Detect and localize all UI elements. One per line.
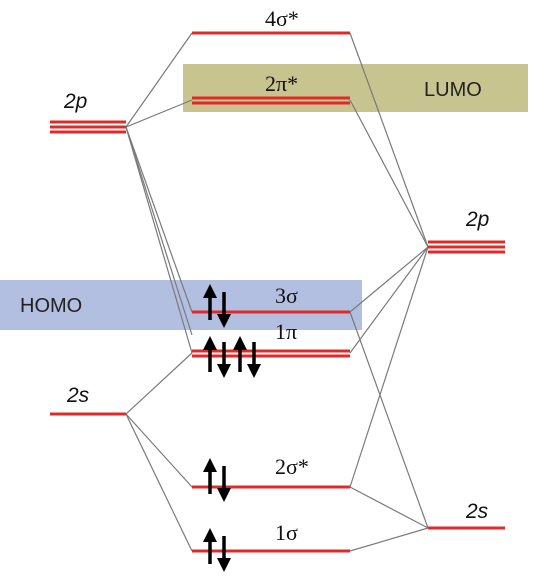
spin-down-arrow-icon [215,534,233,574]
left-2p-label: 2p [63,90,87,113]
lumo-label: LUMO [424,79,482,101]
connector-line [125,99,193,128]
connector-line [349,246,429,313]
mo-3sigma-label: 3σ [275,283,298,308]
mo-1pi-label: 1π [275,319,297,344]
spin-up-arrow-icon [201,526,219,566]
left-atom-orbitals: 2p 2s [50,90,126,416]
mo-1sigma-label: 1σ [275,520,298,545]
electrons-2sigma-star [201,456,233,504]
connector-line [349,486,429,529]
spin-up-arrow-icon [231,334,249,374]
spin-down-arrow-icon [245,340,263,380]
connector-line [125,126,193,354]
connector-line [125,32,193,128]
molecular-orbitals: 4σ* 2π* 3σ 1π 2σ* 1σ [192,6,350,553]
mo-2sigma-star-label: 2σ* [275,454,309,479]
homo-band [0,280,362,330]
right-2p-label: 2p [465,208,489,231]
left-2s-label: 2s [66,384,90,407]
homo-label: HOMO [20,295,82,317]
connector-line [125,413,193,552]
right-2s-label: 2s [465,500,489,523]
spin-up-arrow-icon [201,456,219,496]
mo-2pi-star-label: 2π* [265,71,298,96]
mo-4sigma-star-label: 4σ* [265,6,299,31]
right-atom-orbitals: 2p 2s [428,208,505,530]
connector-line [125,352,193,415]
connector-line [125,413,193,488]
spin-up-arrow-icon [201,334,219,374]
connector-line [349,246,429,354]
connector-line [349,527,429,552]
correlation-lines [125,32,429,552]
spin-down-arrow-icon [215,464,233,504]
connector-line [349,246,429,488]
connector-line [125,126,193,313]
connector-line [349,311,429,529]
connector-line [349,32,429,248]
connector-line [125,126,193,336]
spin-down-arrow-icon [215,340,233,380]
connector-line [349,99,429,248]
